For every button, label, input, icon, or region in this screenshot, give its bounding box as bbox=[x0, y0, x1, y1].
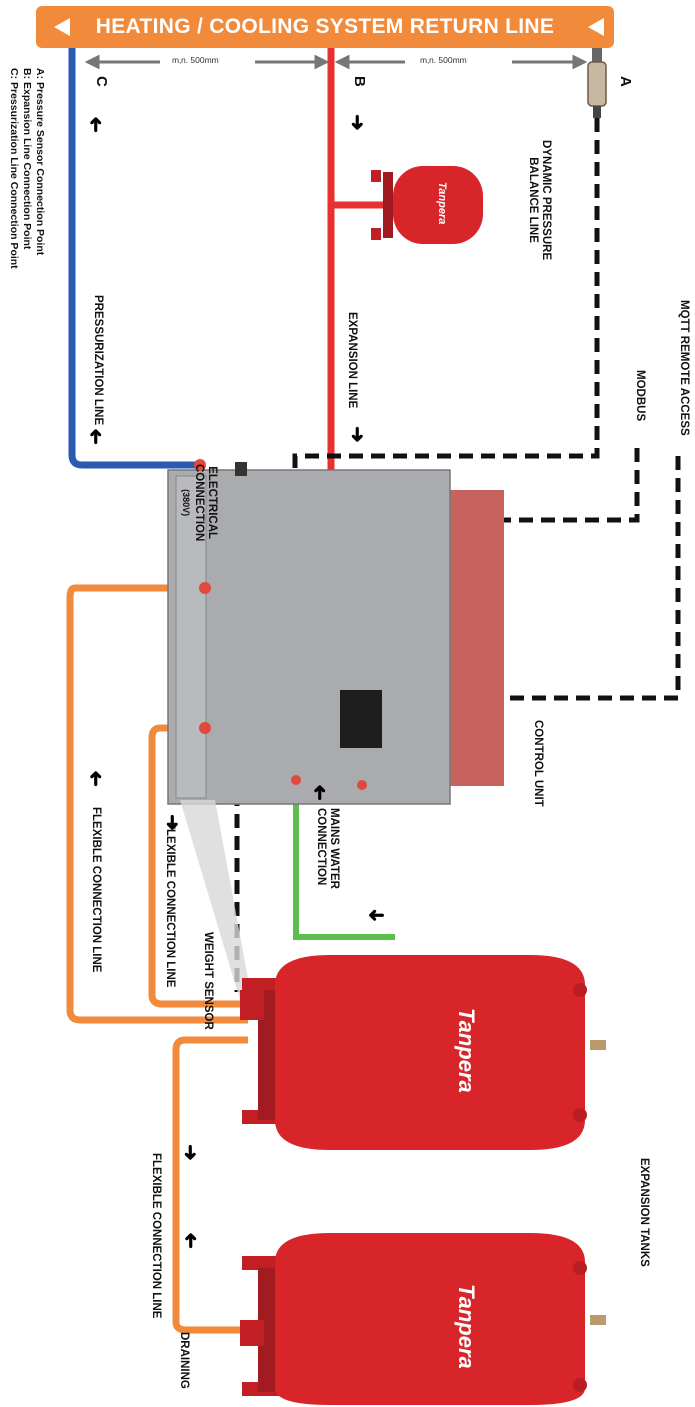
label-dynamic-pressure: DYNAMIC PRESSURE BALANCE LINE bbox=[527, 140, 552, 261]
arrow-up-icon: ➜ bbox=[308, 784, 331, 801]
arrow-up-icon: ➜ bbox=[179, 1232, 202, 1249]
return-line-banner: HEATING / COOLING SYSTEM RETURN LINE bbox=[36, 6, 614, 48]
label-flexible-connection-2: FLEXIBLE CONNECTION LINE bbox=[164, 822, 176, 988]
legend-a: A: Pressure Sensor Connection Point bbox=[34, 68, 46, 256]
arrow-up-icon: ➜ bbox=[84, 770, 107, 787]
dimension-label-right: m‚n. 500mm bbox=[420, 55, 467, 65]
arrow-up-icon: ➜ bbox=[84, 428, 107, 445]
arrow-left-icon bbox=[588, 18, 604, 36]
point-label-b: B bbox=[351, 76, 368, 87]
label-modbus: MODBUS bbox=[634, 370, 646, 422]
brand-logo-balance-tank: Tanpera bbox=[436, 182, 448, 225]
label-control-unit: CONTROL UNIT bbox=[532, 720, 544, 807]
point-label-c: C bbox=[93, 76, 110, 87]
arrow-up-icon: ➜ bbox=[84, 116, 107, 133]
arrow-left-icon bbox=[54, 18, 70, 36]
label-mains-water-connection: MAINS WATER CONNECTION bbox=[315, 808, 340, 889]
weight-sensor-beam bbox=[180, 800, 252, 1000]
brand-logo-tank-2: Tanpera bbox=[454, 1284, 479, 1369]
arrow-down-icon: ➜ bbox=[345, 426, 368, 443]
arrow-down-icon: ➜ bbox=[178, 1144, 201, 1161]
banner-title: HEATING / COOLING SYSTEM RETURN LINE bbox=[95, 15, 555, 38]
point-label-a: A bbox=[617, 76, 634, 87]
control-unit bbox=[167, 459, 504, 805]
expansion-tank-1 bbox=[240, 955, 606, 1150]
label-electrical-connection: ELECTRICAL CONNECTION (380V) bbox=[181, 464, 218, 542]
flexible-connection-line-2 bbox=[148, 724, 248, 1008]
label-pressurization-line: PRESSURIZATION LINE bbox=[92, 295, 104, 426]
label-flexible-connection-3: FLEXIBLE CONNECTION LINE bbox=[150, 1153, 162, 1319]
expansion-tank-2 bbox=[240, 1233, 606, 1405]
pressurization-line bbox=[68, 48, 200, 469]
connection-point-legend: A: Pressure Sensor Connection Point B: E… bbox=[7, 68, 46, 269]
label-weight-sensor: WEIGHT SENSOR bbox=[202, 932, 214, 1030]
label-flexible-connection-1: FLEXIBLE CONNECTION LINE bbox=[90, 807, 102, 973]
flexible-connection-line-3 bbox=[172, 1036, 250, 1334]
label-expansion-line: EXPANSION LINE bbox=[346, 312, 358, 409]
balance-tank bbox=[371, 166, 483, 244]
dimension-label-left: m‚n. 500mm bbox=[172, 55, 219, 65]
flexible-connection-line-1 bbox=[66, 584, 248, 1024]
mains-water-line bbox=[293, 780, 395, 940]
legend-b: B: Expansion Line Connection Point bbox=[21, 68, 33, 250]
arrow-left-icon: ➜ bbox=[368, 904, 385, 926]
arrow-down-icon: ➜ bbox=[345, 114, 368, 131]
pressure-sensor bbox=[587, 48, 607, 118]
label-draining: DRAINING bbox=[178, 1332, 190, 1389]
label-mqtt-remote-access: MQTT REMOTE ACCESS bbox=[678, 300, 690, 436]
legend-c: C: Pressurization Line Connection Point bbox=[8, 68, 20, 269]
brand-logo-tank-1: Tanpera bbox=[454, 1008, 479, 1093]
label-expansion-tanks: EXPANSION TANKS bbox=[638, 1158, 650, 1267]
